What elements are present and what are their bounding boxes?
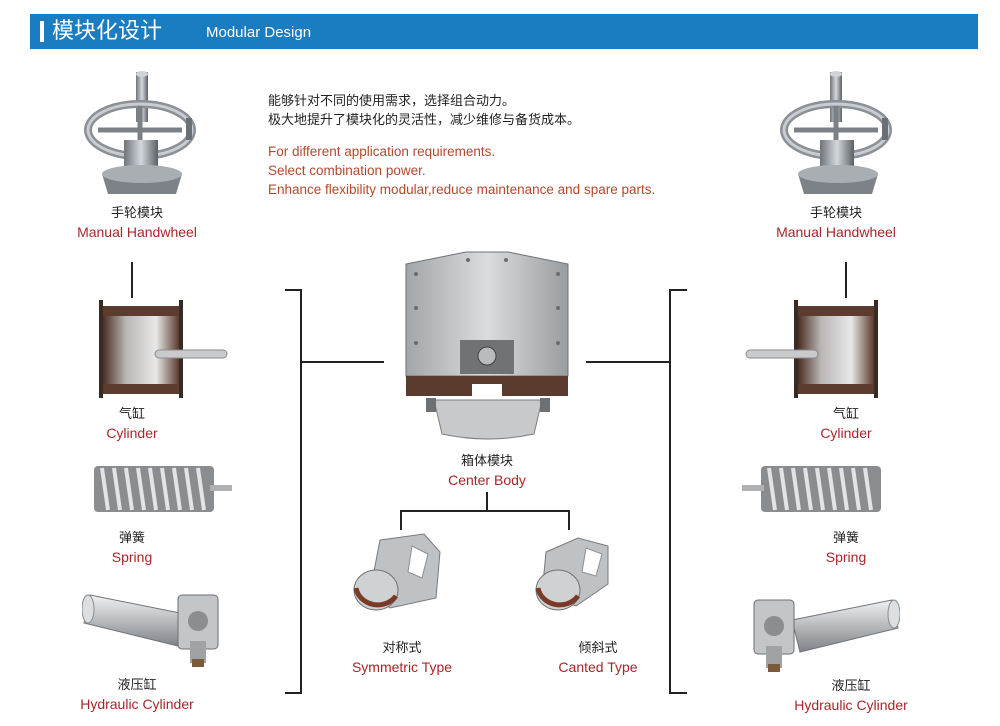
label-en: Manual Handwheel <box>776 224 896 240</box>
intro-en-line2: Select combination power. <box>268 163 426 178</box>
section-header: 模块化设计 Modular Design <box>30 14 978 49</box>
label-cn: 气缸 <box>832 407 859 422</box>
label-en: Hydraulic Cylinder <box>794 697 908 713</box>
label-symmetric: 对称式 Symmetric Type <box>332 640 472 676</box>
label-en: Canted Type <box>558 659 638 675</box>
cylinder-image-right <box>745 300 878 398</box>
hydraulic-cylinder-image-left <box>82 594 219 667</box>
label-canted: 倾斜式 Canted Type <box>528 640 668 676</box>
label-en: Cylinder <box>820 425 872 441</box>
center-body-image <box>405 251 569 440</box>
label-cn: 弹簧 <box>118 531 145 546</box>
label-cn: 手轮模块 <box>809 206 862 221</box>
label-cn: 弹簧 <box>832 531 859 546</box>
label-cn: 手轮模块 <box>110 206 163 221</box>
label-cn: 对称式 <box>382 641 422 656</box>
handwheel-image-right <box>780 71 892 194</box>
label-cn: 倾斜式 <box>578 641 618 656</box>
label-cylinder-left: 气缸 Cylinder <box>62 406 202 442</box>
label-en: Center Body <box>448 472 526 488</box>
intro-en-line1: For different application requirements. <box>268 144 496 159</box>
label-en: Manual Handwheel <box>77 224 197 240</box>
canted-yoke-image <box>535 537 609 611</box>
intro-text: 能够针对不同的使用需求，选择组合动力。 极大地提升了模块化的灵活性，减少维修与备… <box>268 92 655 199</box>
label-hydraulic-left: 液压缸 Hydraulic Cylinder <box>52 677 222 713</box>
label-en: Spring <box>825 549 867 565</box>
label-cn: 箱体模块 <box>460 454 513 469</box>
label-handwheel-left: 手轮模块 Manual Handwheel <box>52 205 222 241</box>
handwheel-image-left <box>84 71 196 194</box>
label-cylinder-right: 气缸 Cylinder <box>776 406 916 442</box>
label-en: Spring <box>111 549 153 565</box>
header-accent-bar <box>40 21 44 42</box>
label-en: Symmetric Type <box>351 659 453 675</box>
header-title-en: Modular Design <box>206 24 312 41</box>
label-hydraulic-right: 液压缸 Hydraulic Cylinder <box>766 678 936 714</box>
header-title-cn: 模块化设计 <box>52 19 163 44</box>
label-handwheel-right: 手轮模块 Manual Handwheel <box>751 205 921 241</box>
label-cn: 液压缸 <box>831 679 871 694</box>
intro-cn-line1: 能够针对不同的使用需求，选择组合动力。 <box>268 94 516 109</box>
hydraulic-cylinder-image-right <box>753 599 900 672</box>
symmetric-yoke-image <box>353 533 441 611</box>
cylinder-image-left <box>99 300 228 398</box>
label-en: Hydraulic Cylinder <box>80 696 194 712</box>
intro-en-line3: Enhance flexibility modular,reduce maint… <box>268 182 656 197</box>
intro-cn-line2: 极大地提升了模块化的灵活性，减少维修与备货成本。 <box>268 113 581 128</box>
label-center-body: 箱体模块 Center Body <box>417 453 557 489</box>
label-spring-right: 弹簧 Spring <box>776 530 916 566</box>
label-spring-left: 弹簧 Spring <box>62 530 202 566</box>
spring-image-right <box>742 466 881 512</box>
label-cn: 液压缸 <box>117 678 157 693</box>
label-cn: 气缸 <box>118 407 145 422</box>
label-en: Cylinder <box>106 425 158 441</box>
spring-image-left <box>94 466 232 512</box>
